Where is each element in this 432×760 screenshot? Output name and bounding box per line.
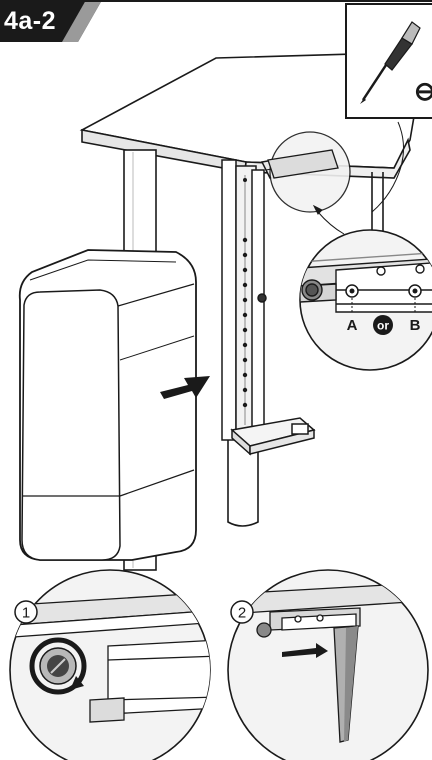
cpu-holder-bracket [221, 149, 340, 456]
tool-inset: ⊖ [345, 3, 432, 119]
slide-arrow [282, 643, 328, 658]
computer-case [18, 249, 197, 561]
step-badge-overlay: 4a-2 [0, 0, 102, 42]
step-2-detail: 2 [227, 569, 429, 760]
step-2-badge [230, 600, 254, 624]
step-1-badge [14, 600, 38, 624]
step-label: 4a-2 [4, 7, 57, 35]
step-badge [0, 0, 102, 42]
step-1-detail: 1 [9, 569, 211, 760]
step-1-number: 1 [22, 605, 30, 622]
desk-top [79, 51, 426, 179]
step-2-number: 2 [238, 605, 246, 622]
detail-zoom-circle: A or B [299, 229, 432, 371]
or-label: or [377, 319, 389, 333]
desk-leg-center [227, 438, 259, 527]
or-badge [373, 315, 393, 335]
push-arrow [160, 376, 210, 399]
hole-a-label: A [347, 317, 358, 334]
zoom-source-plate [267, 149, 339, 179]
inset-pointer-line [371, 121, 404, 213]
hole-b-label: B [410, 317, 421, 334]
knob-icon [29, 637, 87, 695]
slotted-screw-symbol: ⊖ [414, 76, 432, 106]
callout-arrow [312, 204, 345, 235]
screwdriver-icon [360, 21, 421, 104]
